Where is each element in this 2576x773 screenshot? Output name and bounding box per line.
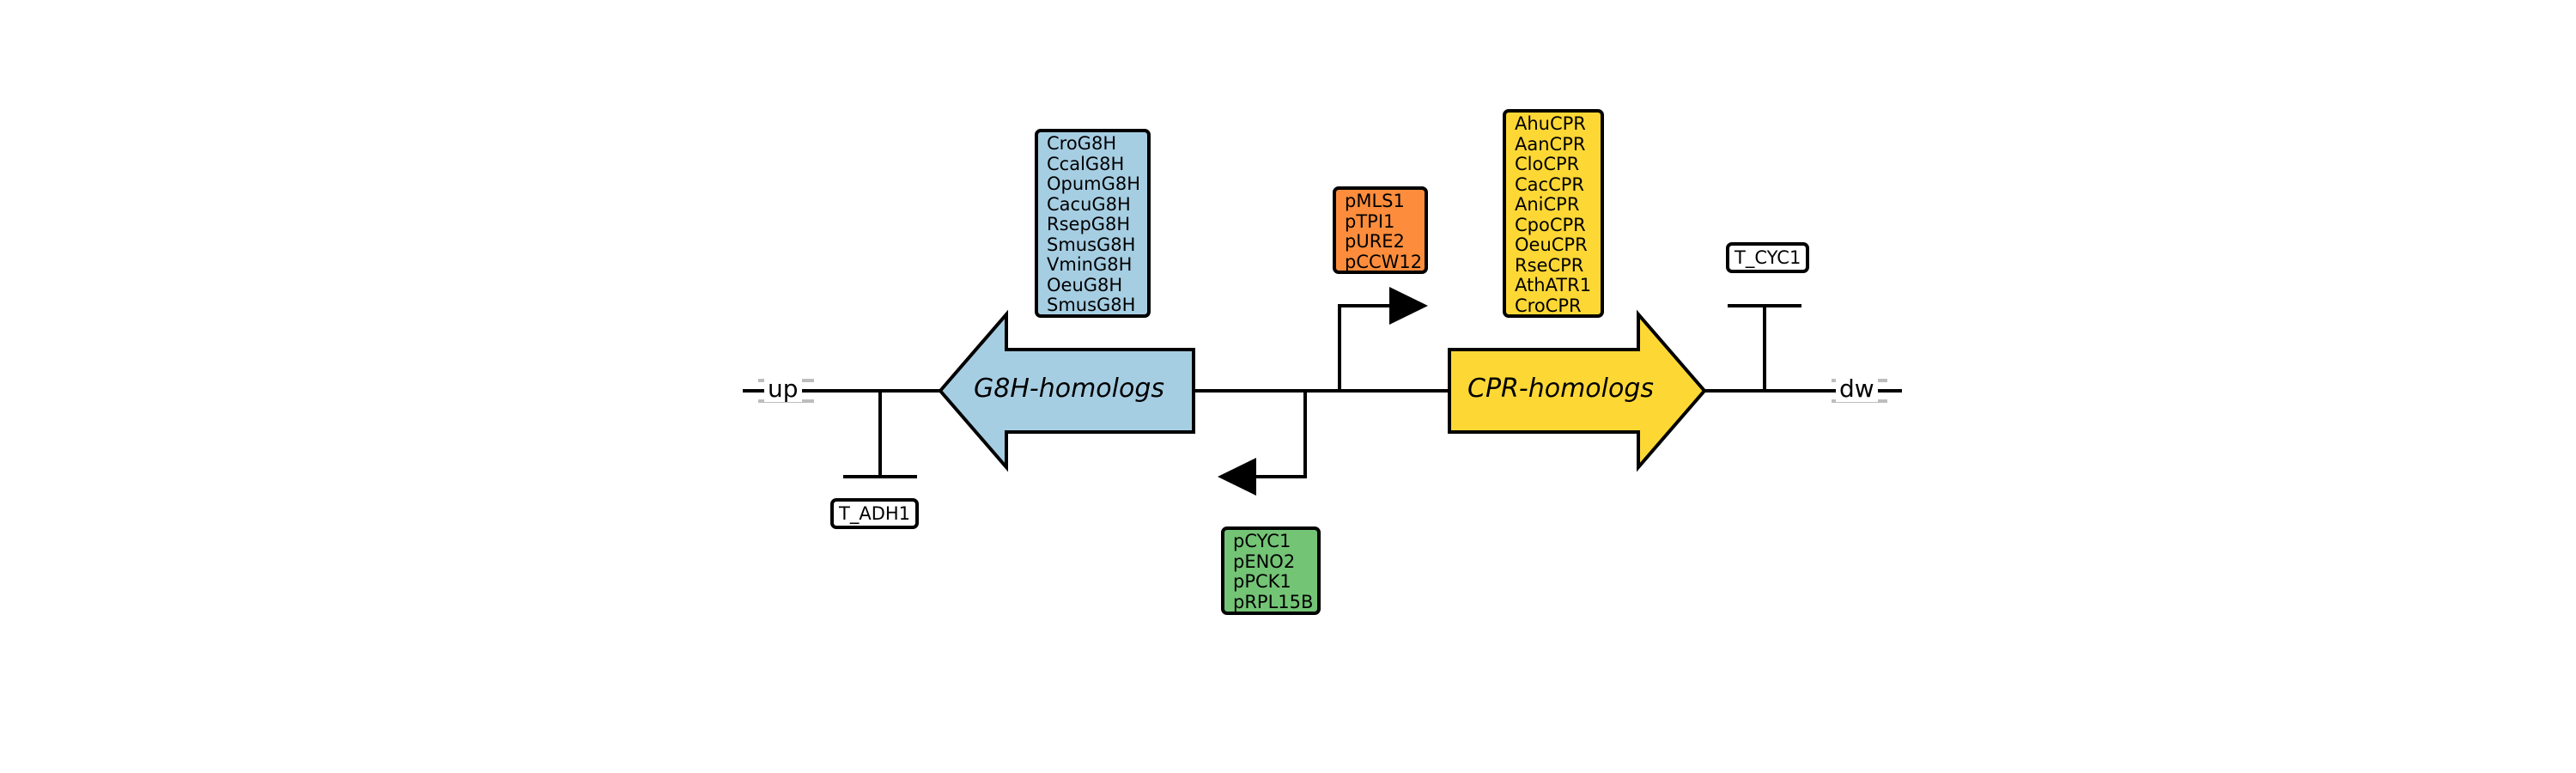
variant-item: CloCPR	[1515, 154, 1580, 174]
variant-item: AthATR1	[1515, 275, 1592, 295]
variant-item: pCYC1	[1233, 531, 1291, 551]
variant-item: OeuG8H	[1047, 274, 1123, 295]
variant-item: pURE2	[1345, 231, 1405, 252]
variant-item: pCCW12	[1345, 251, 1423, 272]
variant-item: OeuCPR	[1515, 234, 1588, 255]
variant-item: VminG8H	[1047, 254, 1133, 275]
variant-item: CroG8H	[1047, 133, 1117, 154]
promoter-reverse-arrowhead	[1218, 458, 1256, 496]
terminator-right-label: T_CYC1	[1726, 242, 1810, 273]
g8h-gene-arrow	[938, 309, 1195, 472]
variant-item: CacuG8H	[1047, 193, 1131, 215]
variant-item: pENO2	[1233, 551, 1296, 572]
variant-item: pTPI1	[1345, 210, 1395, 232]
variant-item: CroCPR	[1515, 295, 1582, 316]
cpr-gene-arrow	[1448, 309, 1707, 472]
variant-item: pMLS1	[1345, 191, 1405, 211]
promoter-forward-arrowhead	[1389, 287, 1428, 325]
cpr-gene-label: CPR-homologs	[1467, 374, 1655, 404]
promoter-reverse-stem	[1255, 391, 1307, 478]
variant-item: AanCPR	[1515, 133, 1586, 155]
variant-item: CacCPR	[1515, 173, 1584, 195]
variant-item: CcalG8H	[1047, 153, 1125, 174]
variant-item: CpoCPR	[1515, 214, 1586, 235]
terminator-left-label: T_ADH1	[830, 498, 920, 529]
variant-item: RsepG8H	[1047, 214, 1131, 234]
variant-item: OpumG8H	[1047, 173, 1141, 194]
variant-item: SmusG8H	[1047, 234, 1136, 255]
variant-item: pRPL15B	[1233, 591, 1314, 612]
variant-item: SmusG8H	[1047, 295, 1136, 315]
upstream-label: up	[764, 376, 802, 402]
g8h-gene-label: G8H-homologs	[974, 374, 1165, 404]
promoter-forward-stem	[1338, 304, 1389, 391]
variant-item: RseCPR	[1515, 254, 1584, 276]
variant-item: pPCK1	[1233, 571, 1291, 592]
variant-item: AhuCPR	[1515, 113, 1586, 134]
downstream-label: dw	[1836, 376, 1878, 402]
variant-item: AniCPR	[1515, 194, 1580, 215]
